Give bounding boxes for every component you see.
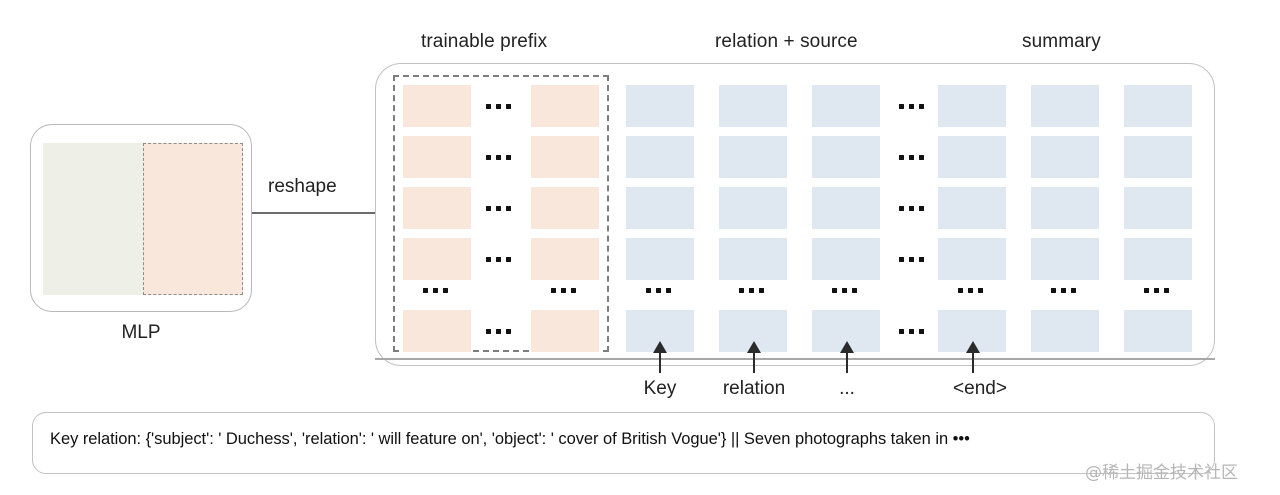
token-column-ellipsis: [832, 288, 857, 293]
prefix-column-ellipsis: [423, 288, 448, 293]
token-row-ellipsis: [899, 104, 924, 109]
token-cell: [1124, 238, 1192, 280]
token-cell: [938, 187, 1006, 229]
axis-arrow-key: [653, 341, 667, 373]
prefix-cell: [531, 85, 599, 127]
token-row-ellipsis: [899, 155, 924, 160]
prefix-cell: [531, 136, 599, 178]
token-cell: [626, 238, 694, 280]
token-cell: [1124, 310, 1192, 352]
token-cell: [719, 85, 787, 127]
watermark: @稀土掘金技术社区: [1085, 463, 1238, 483]
arrow-head-icon: [653, 341, 667, 353]
token-cell: [1031, 136, 1099, 178]
prefix-row-ellipsis: [486, 206, 511, 211]
axis-label-key: Key: [643, 378, 677, 399]
header-summary-label: summary: [1022, 31, 1101, 52]
token-cell: [1031, 187, 1099, 229]
token-row-ellipsis: [899, 257, 924, 262]
axis-label-ellipsis: ...: [839, 378, 855, 399]
mlp-green-segment: [43, 143, 143, 295]
reshape-label: reshape: [268, 176, 337, 197]
prefix-cell: [403, 187, 471, 229]
prefix-row-ellipsis: [486, 155, 511, 160]
prefix-column-ellipsis: [551, 288, 576, 293]
arrow-shaft: [659, 351, 661, 373]
axis-arrow-ellipsis: [840, 341, 854, 373]
arrow-head-icon: [966, 341, 980, 353]
arrow-head-icon: [747, 341, 761, 353]
token-cell: [938, 238, 1006, 280]
token-cell: [1031, 238, 1099, 280]
token-cell: [626, 136, 694, 178]
prefix-row-ellipsis: [486, 257, 511, 262]
token-cell: [812, 136, 880, 178]
token-cell: [719, 238, 787, 280]
prefix-dashed-region: [393, 75, 609, 352]
axis-line: [375, 358, 1215, 360]
mlp-label: MLP: [121, 322, 161, 343]
sentence-text: Key relation: {'subject': ' Duchess', 'r…: [50, 430, 970, 448]
token-cell: [719, 136, 787, 178]
prefix-cell: [403, 136, 471, 178]
prefix-cell: [531, 238, 599, 280]
arrow-head-icon: [840, 341, 854, 353]
token-cell: [812, 238, 880, 280]
token-cell: [938, 136, 1006, 178]
token-column-ellipsis: [739, 288, 764, 293]
token-column-ellipsis: [1051, 288, 1076, 293]
reshape-arrow-line: [252, 212, 390, 214]
token-cell: [1124, 136, 1192, 178]
sentence-box: [32, 412, 1215, 474]
token-cell: [1031, 85, 1099, 127]
token-row-ellipsis: [899, 206, 924, 211]
axis-arrow-end: [966, 341, 980, 373]
token-cell: [626, 85, 694, 127]
token-cell: [626, 187, 694, 229]
header-trainable-prefix-label: trainable prefix: [421, 31, 548, 52]
token-column-ellipsis: [646, 288, 671, 293]
prefix-cell: [531, 187, 599, 229]
axis-label-end: <end>: [953, 378, 1007, 399]
arrow-shaft: [846, 351, 848, 373]
mlp-peach-segment: [143, 143, 243, 295]
token-row-ellipsis: [899, 329, 924, 334]
token-cell: [812, 187, 880, 229]
axis-label-relation: relation: [722, 378, 786, 399]
token-cell: [812, 85, 880, 127]
prefix-row-ellipsis: [486, 329, 511, 334]
token-cell: [1124, 187, 1192, 229]
prefix-cell: [531, 310, 599, 352]
token-cell: [1124, 85, 1192, 127]
prefix-cell: [403, 238, 471, 280]
token-cell: [938, 85, 1006, 127]
prefix-cell: [403, 85, 471, 127]
token-column-ellipsis: [958, 288, 983, 293]
arrow-shaft: [753, 351, 755, 373]
header-relation-source-label: relation + source: [715, 31, 858, 52]
token-cell: [719, 187, 787, 229]
axis-arrow-relation: [747, 341, 761, 373]
token-cell: [1031, 310, 1099, 352]
token-column-ellipsis: [1144, 288, 1169, 293]
prefix-cell: [403, 310, 471, 352]
prefix-row-ellipsis: [486, 104, 511, 109]
arrow-shaft: [972, 351, 974, 373]
